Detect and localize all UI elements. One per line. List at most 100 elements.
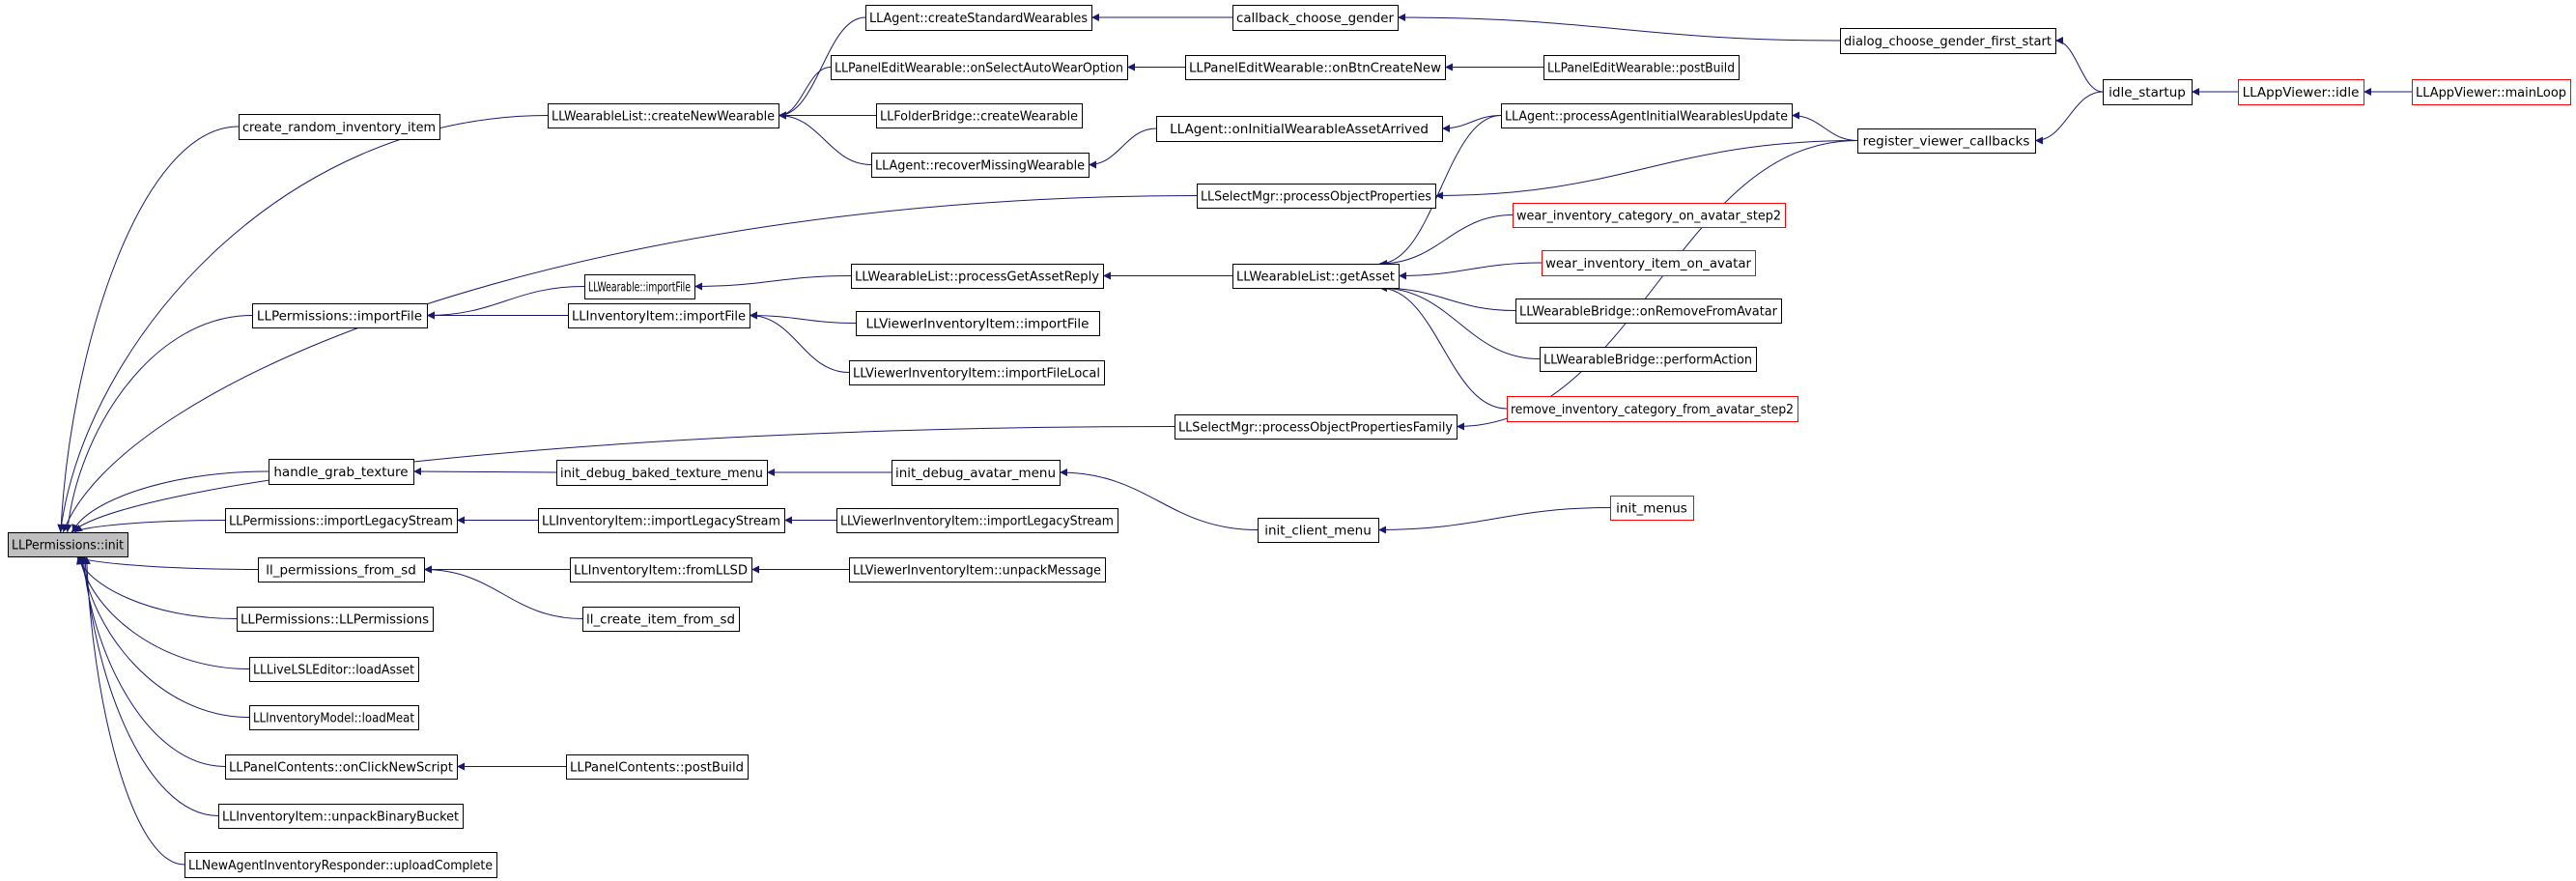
node-box [1232, 264, 1400, 289]
edge-lcifs-to-lpfs [423, 565, 583, 619]
node-box [1175, 414, 1458, 440]
edge-wbpa-to-wlga [1378, 284, 1541, 359]
edge-rvc-to-apaiwu [1791, 111, 1858, 141]
graph-node-wbpa[interactable]: LLWearableBridge::performAction [1540, 347, 1757, 372]
node-label: LLPanelEditWearable::onSelectAutoWearOpt… [835, 61, 1123, 76]
node-box [249, 657, 419, 682]
node-box [237, 607, 434, 632]
node-label: LLNewAgentInventoryResponder::uploadComp… [188, 858, 493, 873]
node-label: LLPanelEditWearable::postBuild [1547, 61, 1735, 76]
node-box [1840, 28, 2056, 54]
graph-node-iiubb[interactable]: LLInventoryItem::unpackBinaryBucket [218, 804, 464, 829]
graph-node-llla[interactable]: LLLiveLSLEditor::loadAsset [249, 657, 419, 682]
node-box [849, 360, 1105, 385]
graph-node-idam[interactable]: init_debug_avatar_menu [892, 460, 1061, 486]
graph-node-wbor[interactable]: LLWearableBridge::onRemoveFromAvatar [1515, 298, 1782, 324]
graph-node-pllp[interactable]: LLPermissions::LLPermissions [237, 607, 434, 632]
node-box [566, 754, 749, 780]
graph-node-lpfs[interactable]: ll_permissions_from_sd [258, 557, 425, 583]
graph-node-viium[interactable]: LLViewerInventoryItem::unpackMessage [849, 557, 1106, 583]
graph-node-viils[interactable]: LLViewerInventoryItem::importLegacyStrea… [836, 508, 1118, 533]
edge-im-to-icm [1377, 507, 1611, 534]
node-label: ll_create_item_from_sd [586, 612, 735, 628]
graph-node-fbcw[interactable]: LLFolderBridge::createWearable [876, 103, 1083, 128]
node-label: LLAgent::recoverMissingWearable [875, 158, 1085, 174]
node-label: LLViewerInventoryItem::importFile [866, 317, 1090, 332]
graph-node-cri[interactable]: create_random_inventory_item [239, 114, 440, 140]
graph-node-pif[interactable]: LLPermissions::importFile [252, 303, 428, 328]
graph-node-wlcnw[interactable]: LLWearableList::createNewWearable [548, 103, 779, 128]
edge-rvc-to-smpopf [1456, 140, 1858, 431]
node-box [239, 114, 440, 140]
node-label: init_debug_avatar_menu [895, 466, 1056, 481]
graph-node-aoiwa[interactable]: LLAgent::onInitialWearableAssetArrived [1156, 116, 1443, 142]
node-label: handle_grab_texture [273, 465, 408, 480]
graph-node-smpop[interactable]: LLSelectMgr::processObjectProperties [1197, 184, 1436, 209]
edge-apaiwu-to-aoiwa [1441, 115, 1502, 132]
graph-node-cbg[interactable]: callback_choose_gender [1232, 5, 1399, 31]
edge-cri-to-root [57, 126, 240, 533]
graph-node-lcifs[interactable]: ll_create_item_from_sd [582, 607, 740, 632]
graph-node-imlm[interactable]: LLInventoryModel::loadMeat [249, 705, 419, 730]
graph-node-rica[interactable]: remove_inventory_category_from_avatar_st… [1507, 396, 1798, 422]
graph-node-ist[interactable]: idle_startup [2103, 79, 2193, 105]
node-box [1507, 396, 1798, 422]
graph-node-hgt[interactable]: handle_grab_texture [269, 459, 414, 485]
graph-node-avm[interactable]: LLAppViewer::mainLoop [2412, 79, 2571, 105]
graph-node-iiif[interactable]: LLInventoryItem::importFile [568, 303, 750, 328]
node-label: wear_inventory_item_on_avatar [1545, 256, 1751, 271]
node-box [538, 508, 785, 533]
node-box [584, 274, 695, 299]
graph-node-icm[interactable]: init_client_menu [1258, 518, 1379, 543]
graph-node-root[interactable]: LLPermissions::init [8, 532, 128, 557]
graph-node-pesa[interactable]: LLPanelEditWearable::onSelectAutoWearOpt… [831, 55, 1128, 80]
graph-node-im[interactable]: init_menus [1610, 496, 1694, 521]
node-label: LLWearableList::processGetAssetReply [855, 270, 1099, 285]
graph-node-rvc[interactable]: register_viewer_callbacks [1857, 128, 2036, 154]
graph-node-smpopf[interactable]: LLSelectMgr::processObjectPropertiesFami… [1175, 414, 1458, 440]
graph-node-pebc[interactable]: LLPanelEditWearable::onBtnCreateNew [1185, 55, 1446, 80]
graph-node-wlga[interactable]: LLWearableList::getAsset [1232, 264, 1400, 289]
graph-node-pils[interactable]: LLPermissions::importLegacyStream [225, 508, 458, 533]
edge-ist-to-rvc [2034, 91, 2104, 145]
graph-node-apaiwu[interactable]: LLAgent::processAgentInitialWearablesUpd… [1501, 103, 1793, 128]
node-box [1185, 55, 1446, 80]
edge-wlpgar-to-wif [694, 275, 852, 291]
node-label: callback_choose_gender [1236, 11, 1394, 26]
node-box [1232, 5, 1399, 31]
graph-node-viifl[interactable]: LLViewerInventoryItem::importFileLocal [849, 360, 1105, 385]
graph-node-armw[interactable]: LLAgent::recoverMissingWearable [871, 153, 1090, 178]
node-label: LLWearableBridge::performAction [1543, 353, 1752, 368]
graph-node-viif[interactable]: LLViewerInventoryItem::importFile [856, 311, 1100, 336]
node-box [1542, 250, 1756, 276]
graph-node-dcg[interactable]: dialog_choose_gender_first_start [1840, 28, 2056, 54]
edge-idbtm-to-hgt [412, 468, 557, 476]
node-box [184, 852, 497, 878]
node-label: dialog_choose_gender_first_start [1844, 34, 2052, 49]
graph-node-avi[interactable]: LLAppViewer::idle [2238, 79, 2364, 105]
graph-node-pconns[interactable]: LLPanelContents::onClickNewScript [225, 754, 458, 780]
graph-node-wif[interactable]: LLWearable::importFile [584, 274, 695, 299]
edge-pils-to-root [73, 520, 226, 533]
node-label: LLAgent::processAgentInitialWearablesUpd… [1505, 109, 1788, 125]
node-box [258, 557, 425, 583]
graph-node-iifl[interactable]: LLInventoryItem::fromLLSD [570, 557, 752, 583]
graph-node-iils[interactable]: LLInventoryItem::importLegacyStream [538, 508, 785, 533]
graph-node-wlpgar[interactable]: LLWearableList::processGetAssetReply [851, 264, 1104, 289]
node-box [1540, 347, 1757, 372]
node-label: ll_permissions_from_sd [266, 563, 416, 579]
graph-node-acsw[interactable]: LLAgent::createStandardWearables [865, 5, 1092, 31]
graph-node-pepb[interactable]: LLPanelEditWearable::postBuild [1543, 55, 1740, 80]
node-label: LLInventoryItem::importLegacyStream [542, 514, 780, 529]
edge-dcg-to-cbg [1397, 14, 1841, 42]
graph-node-pcpb[interactable]: LLPanelContents::postBuild [566, 754, 749, 780]
node-label: LLInventoryItem::fromLLSD [574, 563, 748, 579]
node-box [252, 303, 428, 328]
node-label: remove_inventory_category_from_avatar_st… [1511, 402, 1794, 417]
node-box [2238, 79, 2364, 105]
graph-node-wiioa[interactable]: wear_inventory_item_on_avatar [1542, 250, 1756, 276]
graph-node-idbtm[interactable]: init_debug_baked_texture_menu [556, 460, 768, 486]
graph-node-wicas2[interactable]: wear_inventory_category_on_avatar_step2 [1513, 203, 1786, 228]
graph-node-nairuc[interactable]: LLNewAgentInventoryResponder::uploadComp… [184, 852, 497, 878]
